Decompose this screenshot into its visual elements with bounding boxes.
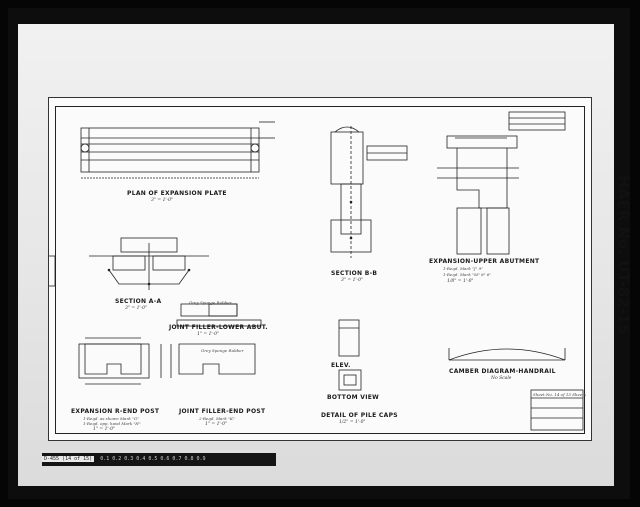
note-end-post-1: 1-Reqd. as shown Mark "G" — [83, 416, 139, 421]
note-sponge-rubber: Grey Sponge Rubber — [189, 300, 232, 305]
note-sponge-rubber-2: Grey Sponge Rubber — [201, 348, 244, 353]
scale-camber: No Scale — [491, 376, 512, 381]
expansion-plate-outline — [80, 127, 260, 173]
haer-number-text: HAER No. UT-82-15 — [615, 175, 633, 335]
note-end-post-2: 1-Reqd. opp. hand Mark "H" — [83, 421, 141, 426]
scale-joint-filler-lower: 1" = 1'-0" — [197, 332, 220, 337]
title-section-b-b: SECTION B-B — [331, 270, 378, 277]
title-block — [530, 389, 584, 431]
haer-number: HAER No. UT-82-15 — [606, 140, 640, 370]
title-joint-filler-end-post: JOINT FILLER-END POST — [179, 408, 266, 415]
scale-end-post: 1" = 1'-0" — [93, 427, 116, 432]
scale-section-b-b: 3" = 1'-0" — [341, 278, 364, 283]
title-camber-diagram: CAMBER DIAGRAM-HANDRAIL — [449, 368, 556, 375]
drawing-linework — [49, 111, 584, 431]
title-block-sheet-number: Sheet No. 14 of 15 Sheets — [533, 392, 586, 397]
drawing-sheet: PLAN OF EXPANSION PLATE 3" = 1'-0" SECTI… — [48, 97, 592, 441]
title-expansion-end-post: EXPANSION R-END POST — [71, 408, 160, 415]
label-bottom-view: BOTTOM VIEW — [327, 394, 380, 401]
scale-joint-end-post: 1" = 1'-0" — [205, 422, 228, 427]
title-detail-pile-caps: DETAIL OF PILE CAPS — [321, 412, 398, 419]
title-expansion-upper-abutment: EXPANSION-UPPER ABUTMENT — [429, 258, 540, 265]
note-joint-end-post: 2-Reqd. Mark "K" — [199, 416, 235, 421]
title-plan-of-expansion-plate: PLAN OF EXPANSION PLATE — [127, 190, 227, 197]
scale-plan: 3" = 1'-0" — [151, 198, 174, 203]
scale-section-a-a: 3" = 1'-0" — [125, 306, 148, 311]
title-section-a-a: SECTION A-A — [115, 298, 162, 305]
photo-scale-ruler: D-455 (14 of 15) 0.1 0.2 0.3 0.4 0.5 0.6… — [42, 453, 276, 466]
scale-upper-abut: 1/8" = 1'-0" — [447, 279, 474, 284]
scale-pile-caps: 1/2" = 1'-0" — [339, 420, 366, 425]
ruler-tag: D-455 (14 of 15) — [42, 456, 95, 462]
ruler-ticks: 0.1 0.2 0.3 0.4 0.5 0.6 0.7 0.8 0.9 — [100, 456, 206, 462]
label-elev: ELEV. — [331, 362, 351, 369]
note-upper-abut-1: 1-Reqd. Mark "J" 9" — [443, 266, 483, 271]
title-joint-filler-lower-abut: JOINT FILLER-LOWER ABUT. — [169, 324, 268, 331]
note-upper-abut-2: 1-Reqd. Mark "M" 8" 6" — [443, 272, 492, 277]
drawing-border — [55, 106, 585, 434]
